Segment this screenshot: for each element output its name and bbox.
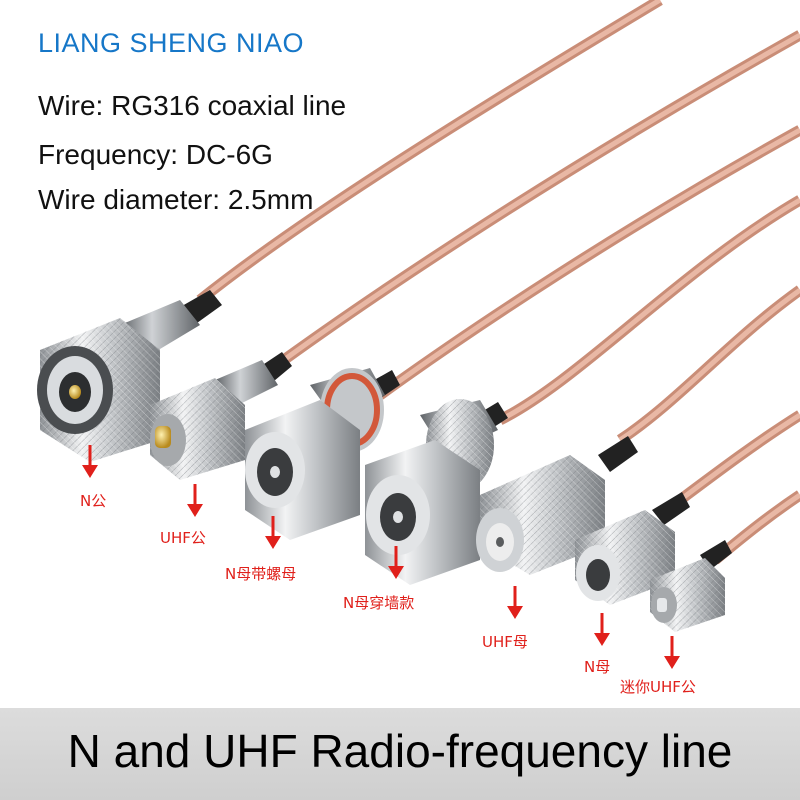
label-n-female-bulkhead: N母穿墙款 xyxy=(343,594,415,612)
down-arrow-icon xyxy=(594,613,610,646)
n-male-connector-icon xyxy=(37,290,222,462)
down-arrow-icon xyxy=(265,516,281,549)
label-uhf-female: UHF母 xyxy=(482,633,528,651)
cable-5 xyxy=(616,285,800,445)
down-arrow-icon xyxy=(388,546,404,579)
label-n-female: N母 xyxy=(584,658,611,676)
label-n-male: N公 xyxy=(80,492,107,510)
uhf-male-connector-icon xyxy=(150,352,292,480)
spec-frequency: Frequency: DC-6G xyxy=(38,139,273,170)
cables xyxy=(196,0,800,565)
uhf-female-connector-icon xyxy=(476,436,638,575)
spec-wire: Wire: RG316 coaxial line xyxy=(38,90,347,121)
label-mini-uhf-male: 迷你UHF公 xyxy=(620,678,696,696)
brand-logo: LIANG SHENG NIAO xyxy=(38,28,305,58)
spec-wire-diameter: Wire diameter: 2.5mm xyxy=(38,184,314,215)
down-arrow-icon xyxy=(507,586,523,619)
footer-banner xyxy=(0,708,800,800)
cable-6 xyxy=(676,410,800,505)
cable-1 xyxy=(196,0,663,305)
label-n-female-nut: N母带螺母 xyxy=(225,565,297,583)
footer-title: N and UHF Radio-frequency line xyxy=(67,725,733,777)
cable-3 xyxy=(376,125,800,400)
cable-2 xyxy=(266,30,800,375)
n-female-bulkhead-connector-icon xyxy=(365,399,508,585)
cable-4 xyxy=(497,195,800,425)
label-uhf-male: UHF公 xyxy=(160,529,206,547)
n-female-nut-connector-icon xyxy=(245,368,400,540)
mini-uhf-male-connector-icon xyxy=(650,540,732,632)
down-arrow-icon xyxy=(82,445,98,478)
down-arrow-icon xyxy=(187,484,203,517)
down-arrow-icon xyxy=(664,636,680,669)
